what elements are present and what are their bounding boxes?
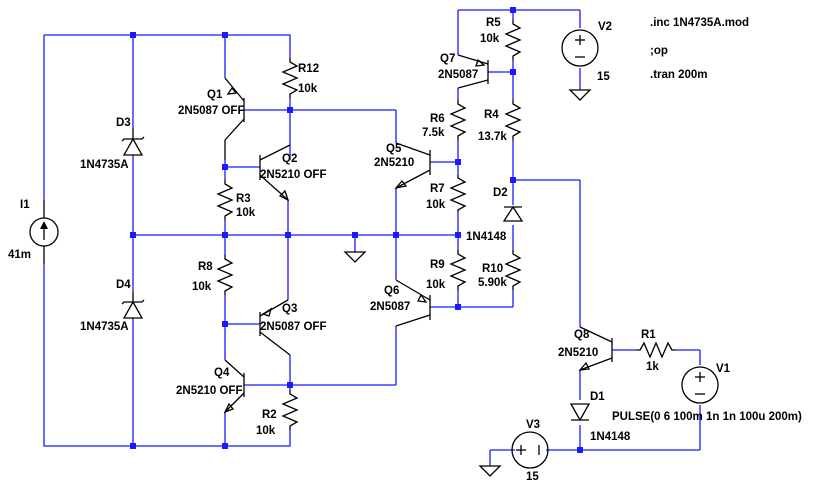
r9-ref: R9 — [430, 259, 445, 271]
q1-value: 2N5087 OFF — [178, 105, 244, 117]
q6-value: 2N5087 — [370, 301, 410, 313]
d2-value: 1N4148 — [466, 231, 507, 243]
v1-ref: V1 — [716, 363, 731, 375]
r8-ref: R8 — [198, 261, 213, 273]
q5-ref: Q5 — [386, 143, 402, 155]
resistor-r3 — [216, 180, 234, 220]
d1-value: 1N4148 — [590, 431, 631, 443]
v3-ref: V3 — [526, 419, 540, 431]
current-source-i1 — [29, 200, 59, 264]
r2-ref: R2 — [262, 409, 277, 421]
q8-ref: Q8 — [574, 329, 590, 341]
voltage-source-v3 — [511, 431, 549, 469]
d3-value: 1N4735A — [80, 159, 129, 171]
r1-ref: R1 — [641, 329, 656, 341]
r6-ref: R6 — [430, 113, 445, 125]
transistor-q6 — [395, 279, 431, 327]
r5-ref: R5 — [486, 17, 501, 29]
resistor-r9 — [449, 250, 467, 290]
diode-d2 — [502, 205, 524, 222]
q7-value: 2N5087 — [438, 69, 478, 81]
d4-value: 1N4735A — [80, 321, 129, 333]
v2-value: 15 — [597, 71, 610, 83]
transistor-q2 — [259, 144, 291, 202]
r10-ref: R10 — [482, 263, 503, 275]
transistor-q3 — [259, 299, 291, 356]
d3-ref: D3 — [116, 117, 131, 129]
resistor-r10 — [504, 250, 522, 290]
zener-diode-d3 — [121, 128, 145, 156]
r7-ref: R7 — [430, 183, 445, 195]
r10-value: 5.90k — [478, 277, 507, 289]
d2-ref: D2 — [493, 187, 508, 199]
r4-ref: R4 — [484, 109, 499, 121]
r3-value: 10k — [236, 207, 256, 219]
q8-value: 2N5210 — [558, 347, 598, 359]
r4-value: 13.7k — [478, 131, 507, 143]
component-labels: I1 41m D3 1N4735A D4 1N4735A Q1 2N5087 O… — [8, 17, 802, 483]
d1-ref: D1 — [590, 391, 605, 403]
resistor-r6 — [449, 100, 467, 140]
r5-value: 10k — [480, 33, 500, 45]
v2-ref: V2 — [598, 21, 612, 33]
r6-value: 7.5k — [422, 127, 445, 139]
transistor-q1 — [224, 77, 245, 160]
resistor-r4 — [504, 100, 522, 140]
transistor-q4 — [223, 359, 245, 414]
d4-ref: D4 — [116, 279, 131, 291]
q3-value: 2N5087 OFF — [260, 321, 326, 333]
resistor-r2 — [281, 390, 299, 430]
q2-value: 2N5210 OFF — [260, 169, 326, 181]
r2-value: 10k — [256, 425, 276, 437]
ground-symbol-main — [343, 251, 367, 263]
r9-value: 10k — [426, 279, 446, 291]
v3-value: 15 — [526, 471, 539, 483]
voltage-source-v2 — [561, 29, 599, 67]
ground-symbol-v3 — [478, 465, 502, 477]
transistor-q8 — [578, 326, 613, 371]
q2-ref: Q2 — [282, 153, 297, 165]
spice-directive-tran: .tran 200m — [650, 69, 708, 81]
spice-directive-op: ;op — [650, 45, 668, 57]
resistor-r8 — [216, 255, 234, 295]
r8-value: 10k — [192, 281, 212, 293]
q7-ref: Q7 — [440, 53, 455, 65]
ground-symbol-v2 — [568, 89, 592, 101]
q6-ref: Q6 — [384, 285, 399, 297]
resistor-r1 — [636, 341, 676, 359]
resistor-r5 — [504, 20, 522, 60]
r3-ref: R3 — [236, 193, 251, 205]
q4-ref: Q4 — [214, 367, 230, 379]
q3-ref: Q3 — [282, 303, 297, 315]
resistor-r7 — [449, 175, 467, 212]
diode-d1 — [569, 403, 591, 422]
i1-value: 41m — [8, 249, 31, 261]
transistor-q7 — [457, 54, 489, 89]
resistor-r12 — [281, 58, 299, 98]
voltage-source-v1 — [681, 366, 719, 404]
r12-ref: R12 — [298, 63, 319, 75]
r1-value: 1k — [646, 361, 659, 373]
q5-value: 2N5210 — [374, 157, 414, 169]
spice-directive-include: .inc 1N4735A.mod — [650, 17, 749, 29]
q1-ref: Q1 — [207, 89, 223, 101]
zener-diode-d4 — [121, 292, 145, 319]
q4-value: 2N5210 OFF — [176, 385, 242, 397]
transistor-q5 — [394, 142, 431, 190]
r12-value: 10k — [298, 83, 318, 95]
r7-value: 10k — [426, 199, 446, 211]
i1-ref: I1 — [20, 199, 30, 211]
v1-value: PULSE(0 6 100m 1n 1n 100u 200m) — [612, 411, 802, 423]
